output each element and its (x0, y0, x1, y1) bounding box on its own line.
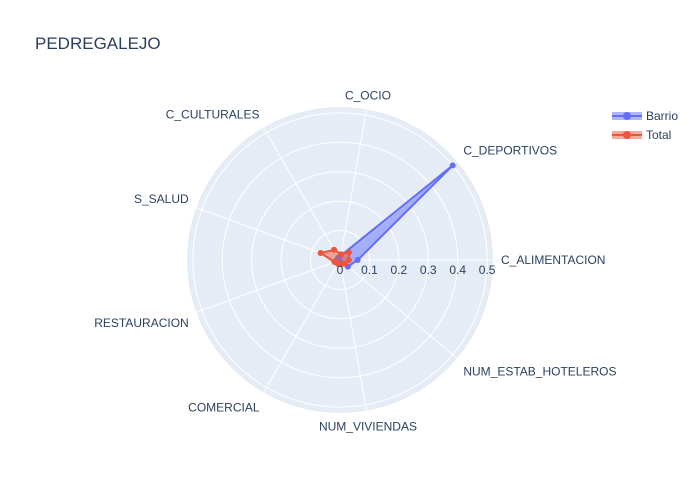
angular-gridline-2 (339, 109, 368, 261)
legend-item-barrio[interactable]: Barrio (612, 106, 678, 125)
angular-label-c-deportivos: C_DEPORTIVOS (463, 144, 557, 158)
data-point-total-3 (331, 246, 338, 253)
data-point-total-4 (317, 249, 324, 256)
angular-gridline-7 (339, 259, 368, 411)
polar-labels: 0 0.1 0.2 0.3 0.4 0.5 C_ALIMENTACION C_DEPORTIV… (94, 88, 616, 433)
data-point-total-0 (345, 257, 352, 263)
legend-swatch-total (612, 128, 642, 142)
polar-series (317, 162, 456, 270)
data-point-barrio-1 (449, 162, 456, 169)
data-point-total-8 (341, 260, 348, 267)
radial-tick-label-4: 0.4 (449, 263, 466, 277)
angular-label-c-culturales: C_CULTURALES (166, 108, 260, 122)
legend-item-total[interactable]: Total (612, 125, 678, 144)
chart-title: PEDREGALEJO (35, 34, 161, 53)
angular-label-c-ocio: C_OCIO (345, 88, 391, 102)
radial-tick-label-0: 0 (337, 263, 344, 277)
legend-label-barrio: Barrio (646, 108, 679, 123)
angular-label-restauracion: RESTAURACION (94, 316, 188, 330)
angular-label-num-estab-hoteleros: NUM_ESTAB_HOTELEROS (463, 364, 616, 378)
legend-swatch-barrio (612, 109, 642, 123)
data-point-total-2 (338, 251, 345, 258)
angular-label-s-salud: S_SALUD (134, 192, 189, 206)
legend-dot-total (623, 130, 631, 139)
angular-gridline-4 (196, 207, 341, 261)
angular-label-num-viviendas: NUM_VIVIENDAS (319, 420, 417, 434)
angular-gridline-8 (339, 259, 458, 359)
data-point-barrio-0 (354, 257, 361, 263)
angular-label-c-alimentacion: C_ALIMENTACION (501, 253, 605, 267)
angular-label-comercial: COMERCIAL (188, 400, 260, 414)
data-point-total-1 (346, 249, 353, 256)
radial-tick-label-2: 0.2 (391, 263, 408, 277)
legend: Barrio Total (612, 106, 678, 144)
legend-dot-barrio (623, 111, 631, 120)
angular-gridline-5 (196, 259, 341, 313)
legend-label-total: Total (646, 127, 672, 142)
radial-tick-label-1: 0.1 (361, 263, 378, 277)
radial-tick-label-3: 0.3 (420, 263, 437, 277)
radial-tick-label-5: 0.5 (479, 263, 496, 277)
angular-gridline-3 (263, 127, 341, 261)
angular-gridline-6 (263, 259, 341, 393)
